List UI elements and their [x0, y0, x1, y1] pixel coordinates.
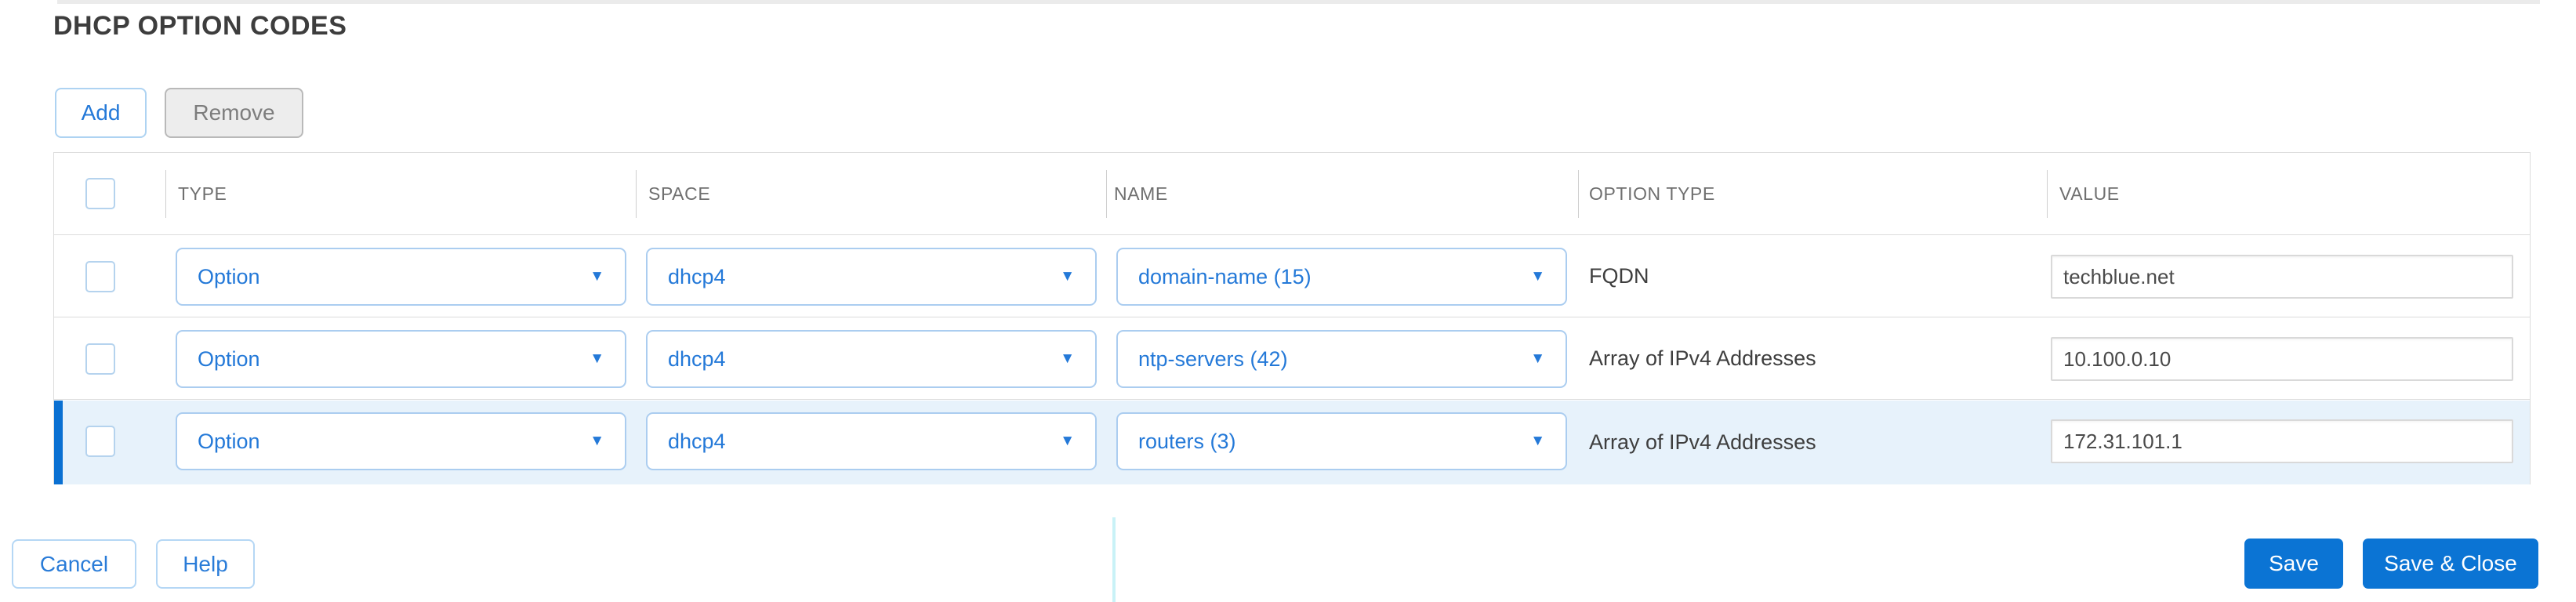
type-dropdown-value: Option: [198, 429, 260, 453]
row-select-checkbox[interactable]: [85, 343, 115, 375]
column-header-name: NAME: [1114, 183, 1168, 204]
top-divider: [57, 0, 2540, 4]
value-input[interactable]: [2051, 419, 2513, 463]
dhcp-options-table: TYPE SPACE NAME OPTION TYPE VALUE Option…: [53, 152, 2531, 484]
column-header-option-type: OPTION TYPE: [1589, 183, 1715, 204]
table-row: Option ▼ dhcp4 ▼ domain-name (15) ▼ FQDN: [54, 236, 2530, 317]
space-dropdown[interactable]: dhcp4 ▼: [646, 330, 1097, 388]
caret-down-icon: ▼: [590, 268, 604, 285]
caret-down-icon: ▼: [1060, 268, 1075, 285]
table-row-selected: Option ▼ dhcp4 ▼ routers (3) ▼ Array of …: [54, 401, 2530, 484]
type-dropdown[interactable]: Option ▼: [176, 248, 626, 306]
name-dropdown[interactable]: domain-name (15) ▼: [1116, 248, 1567, 306]
caret-down-icon: ▼: [590, 433, 604, 449]
column-divider: [1106, 170, 1107, 218]
add-button[interactable]: Add: [55, 88, 147, 138]
table-header-row: TYPE SPACE NAME OPTION TYPE VALUE: [54, 153, 2530, 235]
select-all-checkbox[interactable]: [85, 178, 115, 209]
column-divider: [165, 170, 166, 218]
column-header-type: TYPE: [178, 183, 227, 204]
caret-down-icon: ▼: [1530, 268, 1545, 285]
name-dropdown-value: domain-name (15): [1138, 264, 1312, 288]
caret-down-icon: ▼: [1060, 433, 1075, 449]
help-button[interactable]: Help: [156, 539, 255, 589]
panel-divider: [1112, 517, 1116, 602]
table-row: Option ▼ dhcp4 ▼ ntp-servers (42) ▼ Arra…: [54, 318, 2530, 400]
space-dropdown-value: dhcp4: [668, 264, 726, 288]
column-header-value: VALUE: [2059, 183, 2120, 204]
row-select-checkbox[interactable]: [85, 426, 115, 457]
name-dropdown-value: routers (3): [1138, 429, 1236, 453]
value-input[interactable]: [2051, 255, 2513, 299]
save-button[interactable]: Save: [2244, 539, 2343, 589]
column-header-space: SPACE: [648, 183, 711, 204]
caret-down-icon: ▼: [1530, 433, 1545, 449]
name-dropdown-value: ntp-servers (42): [1138, 346, 1288, 371]
column-divider: [1578, 170, 1579, 218]
column-divider: [2047, 170, 2048, 218]
column-divider: [636, 170, 637, 218]
caret-down-icon: ▼: [1060, 350, 1075, 367]
caret-down-icon: ▼: [1530, 350, 1545, 367]
type-dropdown[interactable]: Option ▼: [176, 412, 626, 470]
caret-down-icon: ▼: [590, 350, 604, 367]
row-select-checkbox[interactable]: [85, 261, 115, 292]
name-dropdown[interactable]: routers (3) ▼: [1116, 412, 1567, 470]
name-dropdown[interactable]: ntp-servers (42) ▼: [1116, 330, 1567, 388]
option-type-cell: Array of IPv4 Addresses: [1589, 346, 1816, 370]
option-type-cell: FQDN: [1589, 264, 1649, 288]
type-dropdown-value: Option: [198, 264, 260, 288]
value-input[interactable]: [2051, 337, 2513, 381]
space-dropdown[interactable]: dhcp4 ▼: [646, 412, 1097, 470]
remove-button[interactable]: Remove: [165, 88, 303, 138]
cancel-button[interactable]: Cancel: [12, 539, 136, 589]
space-dropdown-value: dhcp4: [668, 429, 726, 453]
page-title: DHCP OPTION CODES: [53, 11, 347, 41]
save-and-close-button[interactable]: Save & Close: [2363, 539, 2538, 589]
space-dropdown-value: dhcp4: [668, 346, 726, 371]
type-dropdown-value: Option: [198, 346, 260, 371]
space-dropdown[interactable]: dhcp4 ▼: [646, 248, 1097, 306]
type-dropdown[interactable]: Option ▼: [176, 330, 626, 388]
option-type-cell: Array of IPv4 Addresses: [1589, 430, 1816, 454]
